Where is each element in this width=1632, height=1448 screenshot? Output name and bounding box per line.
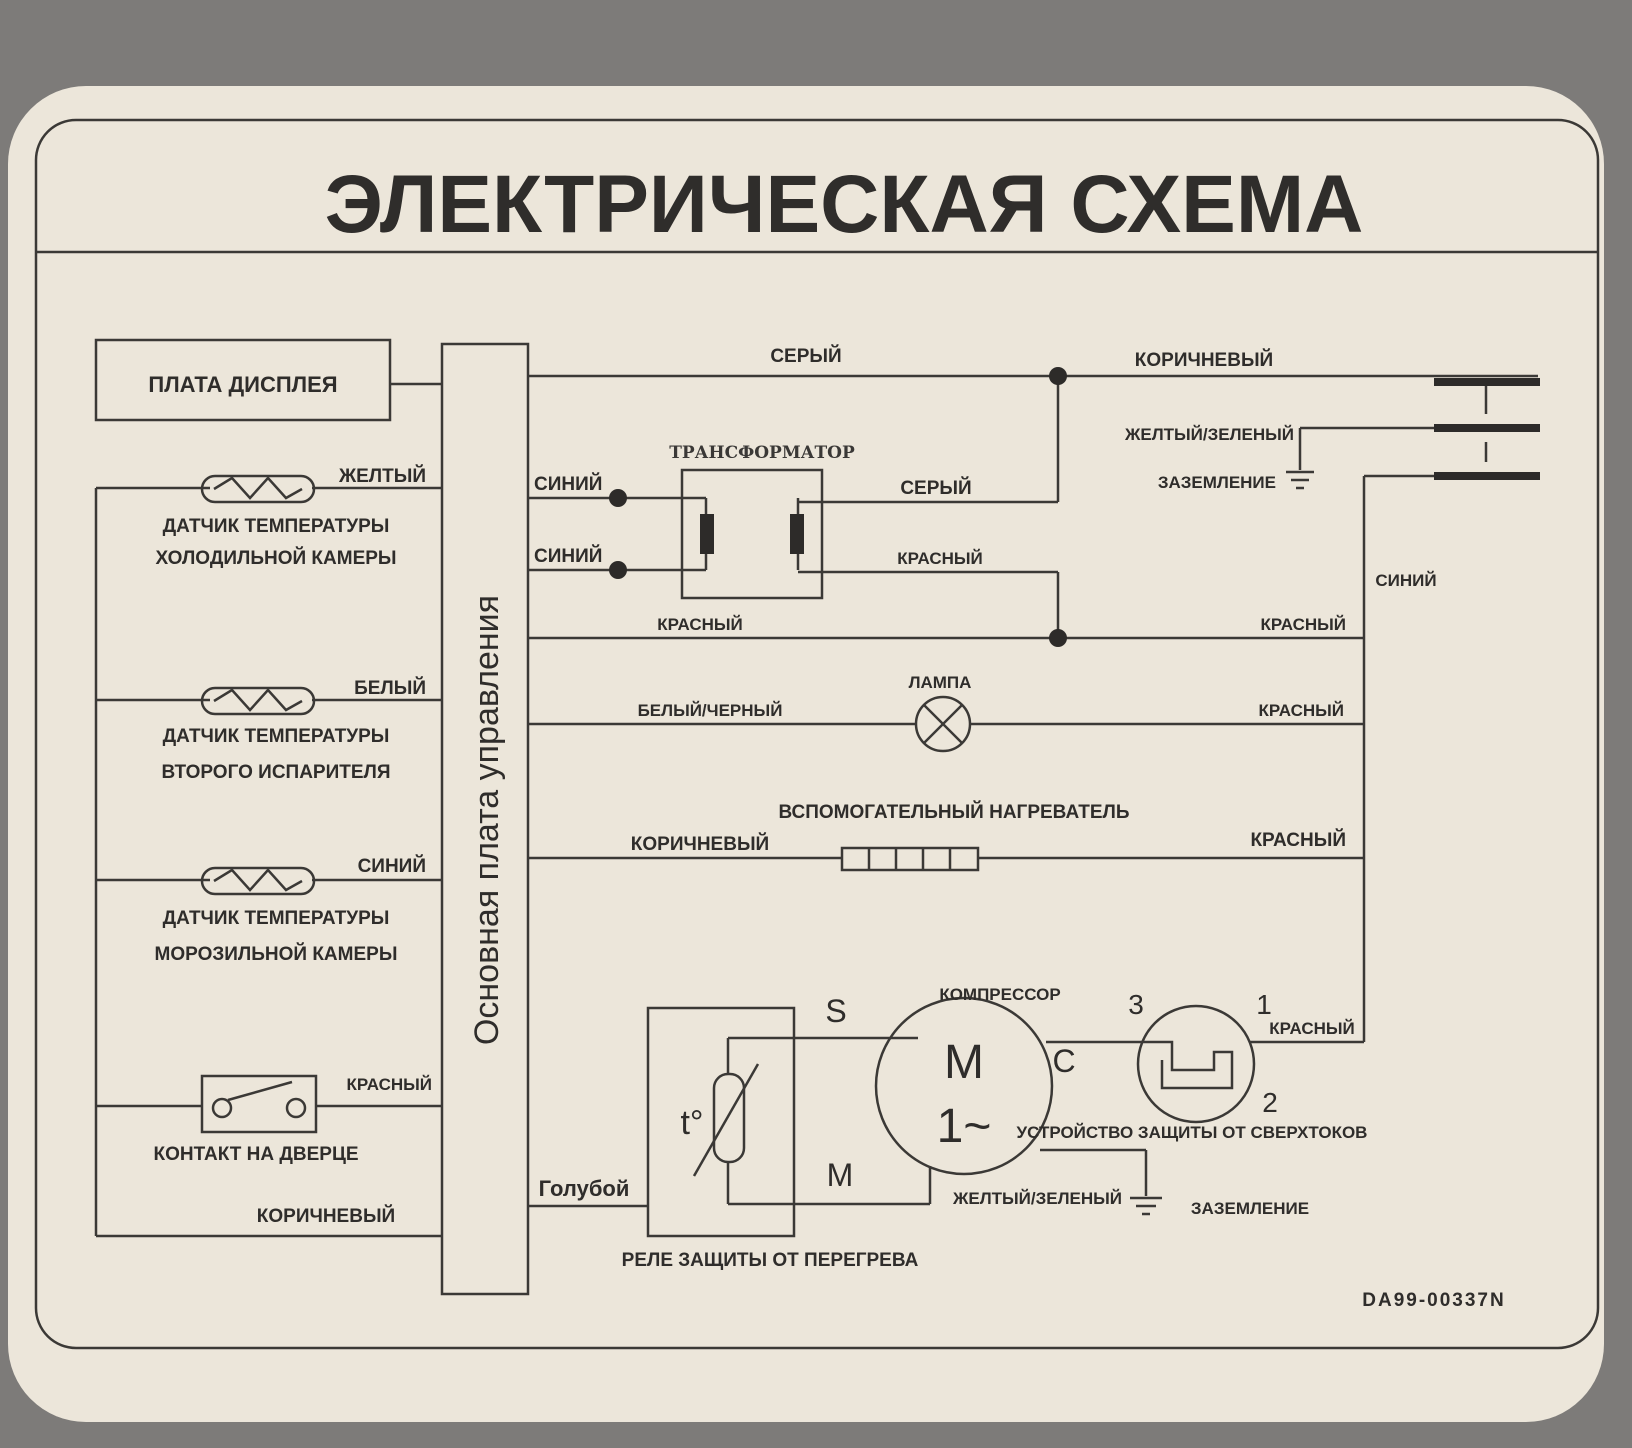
lamp-label: ЛАМПА [909,673,972,692]
freezer-sensor-icon [200,866,316,896]
display-board-box [94,338,392,422]
terminal-plate-1 [1434,378,1540,386]
overload-protector-icon [1136,1004,1256,1124]
red-row-left-label: КРАСНЫЙ [657,615,743,634]
freezer-sensor-wire-label: СИНИЙ [358,855,426,877]
evaporator-sensor-label-1: ДАТЧИК ТЕМПЕРАТУРЫ [163,726,390,747]
door-switch-icon [200,1074,318,1134]
compressor-pin-s: S [825,993,846,1029]
lamp-right-wire-label: КРАСНЫЙ [1259,701,1345,720]
red-row-right-label: КРАСНЫЙ [1261,615,1347,634]
sticker-background [8,86,1604,1422]
evaporator-sensor-wire-label: БЕЛЫЙ [354,677,426,699]
overload-pin-1: 1 [1256,989,1272,1020]
compressor-pin-m: M [827,1157,854,1193]
transformer-coil-left [700,514,714,554]
compressor-icon [874,996,1054,1176]
compressor-pin-c: C [1052,1043,1075,1079]
fridge-sensor-label-2: ХОЛОДИЛЬНОЙ КАМЕРЫ [155,547,396,569]
transformer-in-wire-1: СИНИЙ [534,473,602,495]
main-board-box [440,342,530,1296]
door-switch-label: КОНТАКТ НА ДВЕРЦЕ [153,1144,358,1165]
relay-symbol: t° [680,1104,703,1142]
yellow-green-wire-label: ЖЕЛТЫЙ/ЗЕЛЕНЫЙ [1124,425,1294,444]
evaporator-sensor-icon [200,686,316,716]
part-number: DA99-00337N [1362,1290,1505,1311]
diagram-frame [34,118,1600,1350]
display-board-label: ПЛАТА ДИСПЛЕЯ [148,372,337,397]
relay-box [646,1006,796,1238]
overload-label: УСТРОЙСТВО ЗАЩИТЫ ОТ СВЕРХТОКОВ [1017,1123,1368,1142]
transformer-coil-right [790,514,804,554]
ground-compressor-icon [1130,1196,1162,1216]
top-gray-wire-label: СЕРЫЙ [770,345,841,367]
ground-top-icon [1286,470,1314,490]
fridge-sensor-label-1: ДАТЧИК ТЕМПЕРАТУРЫ [163,516,390,537]
transformer-in-wire-2: СИНИЙ [534,545,602,567]
transformer-out-wire-2: КРАСНЫЙ [897,549,983,568]
evaporator-sensor-label-2: ВТОРОГО ИСПАРИТЕЛЯ [161,762,390,783]
heater-right-wire-label: КРАСНЫЙ [1250,829,1346,851]
compressor-ground-wire-label: ЖЕЛТЫЙ/ЗЕЛЕНЫЙ [952,1189,1122,1208]
transformer-label: ТРАНСФОРМАТОР [669,443,855,463]
overload-pin-3: 3 [1128,989,1144,1020]
transformer-out-wire-1: СЕРЫЙ [900,477,971,499]
heater-label: ВСПОМОГАТЕЛЬНЫЙ НАГРЕВАТЕЛЬ [778,801,1129,823]
fridge-sensor-wire-label: ЖЕЛТЫЙ [338,465,426,487]
freezer-sensor-label-2: МОРОЗИЛЬНОЙ КАМЕРЫ [155,943,398,965]
lamp-left-wire-label: БЕЛЫЙ/ЧЕРНЫЙ [638,701,783,720]
overload-wire-label: КРАСНЫЙ [1269,1019,1355,1038]
relay-wire-label: Голубой [539,1176,630,1201]
compressor-ground-label: ЗАЗЕМЛЕНИЕ [1191,1199,1309,1218]
relay-label: РЕЛЕ ЗАЩИТЫ ОТ ПЕРЕГРЕВА [622,1250,919,1271]
relay-thermistor-icon [692,1063,760,1177]
compressor-phase-label: 1~ [937,1100,992,1153]
heater-icon [840,846,980,872]
right-blue-wire-label: СИНИЙ [1375,571,1436,590]
left-bottom-wire-label: КОРИЧНЕВЫЙ [257,1205,395,1227]
ground-label-top: ЗАЗЕМЛЕНИЕ [1158,473,1276,492]
transformer-box [680,468,824,600]
compressor-label: КОМПРЕССОР [939,985,1060,1004]
page-title: ЭЛЕКТРИЧЕСКАЯ СХЕМА [325,159,1364,250]
lamp-icon [914,695,972,753]
door-switch-wire-label: КРАСНЫЙ [347,1075,433,1094]
terminal-plate-2 [1434,424,1540,432]
overload-pin-2: 2 [1262,1087,1278,1118]
main-board-label: Основная плата управления [468,595,506,1045]
fridge-sensor-icon [200,474,316,504]
freezer-sensor-label-1: ДАТЧИК ТЕМПЕРАТУРЫ [163,908,390,929]
top-brown-wire-label: КОРИЧНЕВЫЙ [1135,349,1273,371]
compressor-m-label: M [944,1036,984,1089]
heater-left-wire-label: КОРИЧНЕВЫЙ [631,833,769,855]
terminal-plate-3 [1434,472,1540,480]
